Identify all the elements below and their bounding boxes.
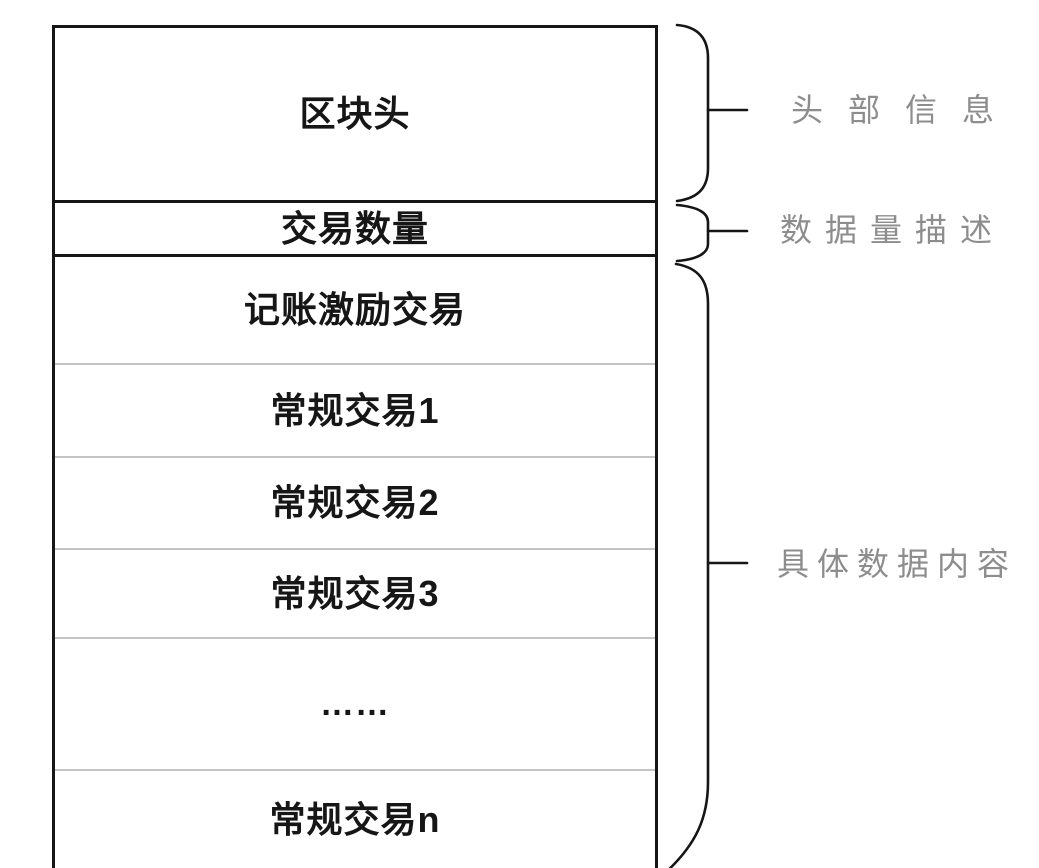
regular-transaction-row-2: 常规交易2: [55, 458, 655, 550]
annotation-data-content: 具体数据内容: [777, 545, 1018, 583]
transaction-count-cell: 交易数量: [55, 200, 655, 257]
regular-transaction-row-n: 常规交易n: [269, 798, 441, 840]
block-stack: 区块头 交易数量 记账激励交易 常规交易1 常规交易2 常规交易3 …… 常规交…: [52, 25, 658, 868]
ellipsis-row: ……: [55, 639, 655, 771]
coinbase-transaction-row: 记账激励交易: [55, 257, 655, 365]
annotation-header-info: 头部信息: [791, 91, 1020, 129]
block-header-cell: 区块头: [299, 93, 411, 134]
annotation-data-volume: 数据量描述: [780, 211, 1006, 249]
regular-transaction-row-1: 常规交易1: [55, 365, 655, 458]
data-brace-icon: [668, 262, 710, 868]
regular-transaction-row-3: 常规交易3: [55, 550, 655, 639]
header-brace-icon: [675, 23, 710, 203]
count-brace-icon: [675, 203, 710, 263]
